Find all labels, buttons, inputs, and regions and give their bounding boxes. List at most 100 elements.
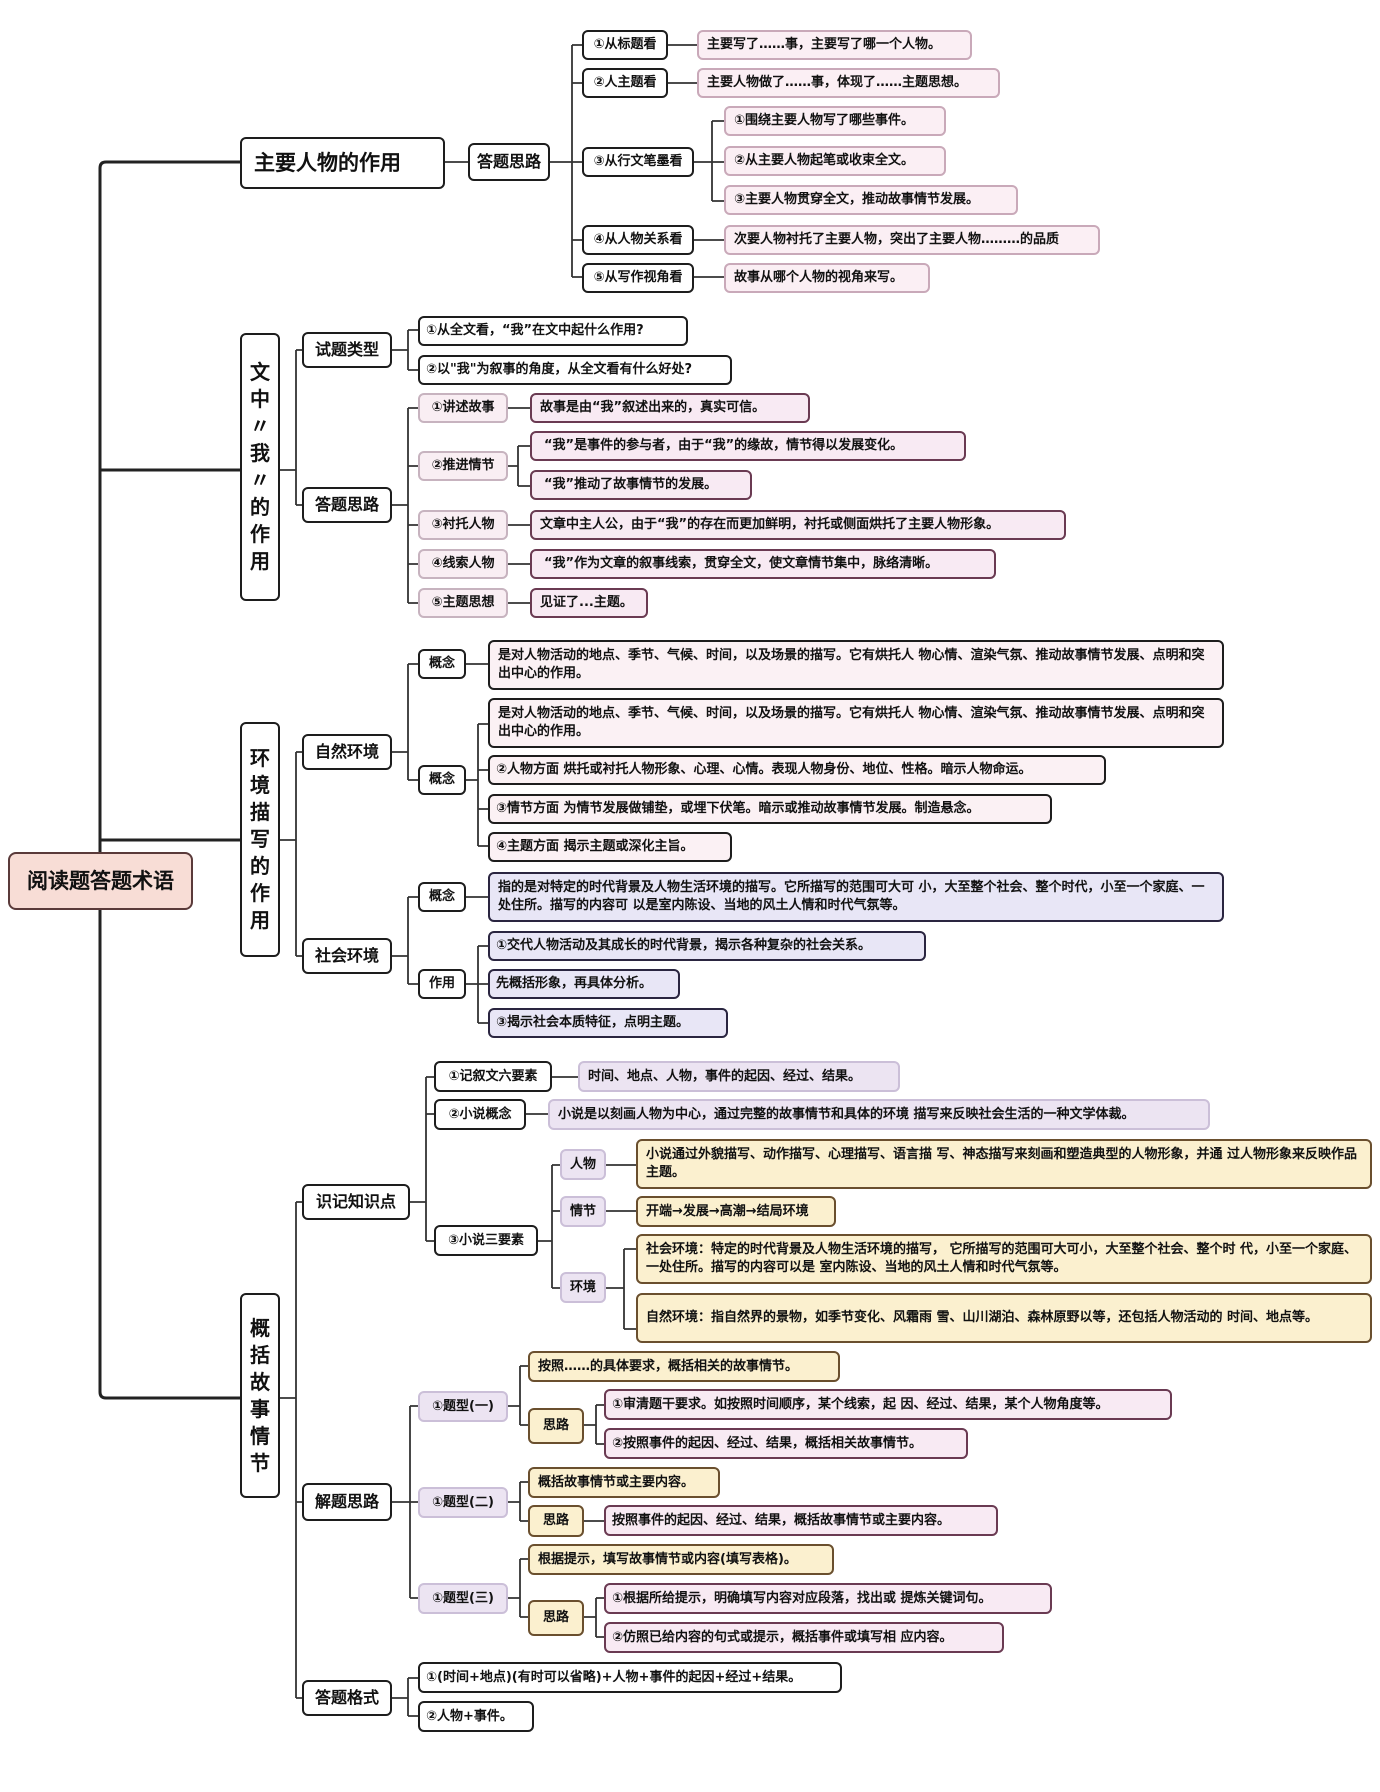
knowledge-node[interactable]: 识记知识点 xyxy=(302,1184,410,1220)
answer-ideas-node[interactable]: 答题思路 xyxy=(302,487,392,523)
concept-item: ③情节方面 为情节发展做铺垫，或埋下伏笔。暗示或推动故事情节发展。制造悬念。 xyxy=(488,794,1052,824)
approach-item[interactable]: ②人主题看 xyxy=(582,68,668,98)
node-label: 情节 xyxy=(569,1203,596,1219)
title-char: 括 xyxy=(250,1342,270,1367)
idea-label[interactable]: ②推进情节 xyxy=(418,451,508,481)
social-env-node[interactable]: 社会环境 xyxy=(302,938,392,974)
branch-narrator-role[interactable]: 文 中 〃 我 〃 的 作 用 xyxy=(240,333,280,601)
effect-item: 先概括形象，再具体分析。 xyxy=(488,969,680,999)
node-text: 按照事件的起因、经过、结果，概括故事情节或主要内容。 xyxy=(612,1512,951,1528)
concept-label[interactable]: 概念 xyxy=(418,882,466,912)
approach-text: 次要人物衬托了主要人物，突出了主要人物………的品质 xyxy=(724,225,1100,255)
title-char: 用 xyxy=(250,549,270,573)
branch-environment-role[interactable]: 环 境 描 写 的 作 用 xyxy=(240,722,280,957)
effect-label[interactable]: 作用 xyxy=(418,969,466,999)
title-char: 的 xyxy=(250,854,270,878)
approach-item[interactable]: ⑤从写作视角看 xyxy=(582,263,694,293)
node-label: ①从标题看 xyxy=(593,37,657,53)
knowledge-item[interactable]: ①记叙文六要素 xyxy=(434,1061,552,1092)
node-text: 指的是对特定的时代背景及人物生活环境的描写。它所描写的范围可大可 小，大至整个社… xyxy=(498,880,1205,913)
element-label[interactable]: 情节 xyxy=(560,1196,606,1227)
idea-tag[interactable]: 思路 xyxy=(528,1505,584,1537)
node-text: “我”推动了故事情节的发展。 xyxy=(544,477,718,493)
idea-text: “我”作为文章的叙事线索，贯穿全文，使文章情节集中，脉络清晰。 xyxy=(530,549,996,579)
natural-env-node[interactable]: 自然环境 xyxy=(302,734,392,770)
root-node[interactable]: 阅读题答题术语 xyxy=(8,852,193,910)
knowledge-item[interactable]: ②小说概念 xyxy=(434,1099,526,1130)
idea-tag[interactable]: 思路 xyxy=(528,1600,584,1636)
node-label: 概念 xyxy=(428,772,455,788)
question-type[interactable]: ①题型(一) xyxy=(418,1391,508,1422)
node-label: ⑤从写作视角看 xyxy=(593,270,683,286)
concept-label[interactable]: 概念 xyxy=(418,765,466,795)
answer-approach-node[interactable]: 答题思路 xyxy=(468,143,550,181)
idea-text: 见证了...主题。 xyxy=(530,588,648,618)
title-char: 文 xyxy=(250,360,270,384)
concept-item: 是对人物活动的地点、季节、气候、时间，以及场景的描写。它有烘托人 物心情、渲染气… xyxy=(488,698,1224,748)
approach-subtext: ②从主要人物起笔或收束全文。 xyxy=(724,146,946,176)
title-char: 写 xyxy=(250,827,270,851)
title-char: 环 xyxy=(250,746,270,770)
idea-label[interactable]: ⑤主题思想 xyxy=(418,588,508,618)
format-item: ②人物+事件。 xyxy=(418,1701,534,1732)
node-label: 解题思路 xyxy=(314,1492,379,1512)
approach-subtext: ③主要人物贯穿全文，推动故事情节发展。 xyxy=(724,185,1018,215)
node-label: 自然环境 xyxy=(314,742,379,762)
node-text: ③揭示社会本质特征，点明主题。 xyxy=(496,1015,690,1031)
node-text: 按照……的具体要求，概括相关的故事情节。 xyxy=(538,1358,799,1374)
node-label: ①题型(三) xyxy=(432,1590,494,1606)
node-label: 环境 xyxy=(569,1279,596,1295)
branch-plot-summary[interactable]: 概 括 故 事 情 节 xyxy=(240,1293,280,1498)
node-text: ②以"我"为叙事的角度，从全文看有什么好处? xyxy=(426,362,693,378)
node-label: 社会环境 xyxy=(314,946,379,966)
node-label: ③衬托人物 xyxy=(431,517,495,533)
format-node[interactable]: 答题格式 xyxy=(302,1680,392,1716)
node-text: ①从全文看，“我”在文中起什么作用? xyxy=(426,323,644,339)
title-char: 用 xyxy=(250,908,270,932)
node-label: ③从行文笔墨看 xyxy=(593,154,683,170)
node-text: 故事是由“我”叙述出来的，真实可信。 xyxy=(540,400,766,416)
concept-item: ②人物方面 烘托或衬托人物形象、心理、心情。表现人物身份、地位、性格。暗示人物命… xyxy=(488,755,1106,785)
idea-text: “我”推动了故事情节的发展。 xyxy=(530,470,752,500)
effect-item: ①交代人物活动及其成长的时代背景，揭示各种复杂的社会关系。 xyxy=(488,931,926,961)
idea-tag[interactable]: 思路 xyxy=(528,1408,584,1444)
idea-label[interactable]: ④线索人物 xyxy=(418,549,508,579)
node-text: ②仿照已给内容的句式或提示，概括事件或填写相 应内容。 xyxy=(612,1629,953,1645)
branch-main-character[interactable]: 主要人物的作用 xyxy=(240,137,445,189)
question-type[interactable]: ①题型(二) xyxy=(418,1487,508,1518)
node-label: 概念 xyxy=(428,889,455,905)
node-label: 作用 xyxy=(428,976,455,992)
solve-node[interactable]: 解题思路 xyxy=(302,1483,392,1521)
node-label: ③小说三要素 xyxy=(447,1232,524,1248)
idea-text: ①根据所给提示，明确填写内容对应段落，找出或 提炼关键词句。 xyxy=(604,1583,1052,1614)
question-type[interactable]: ①题型(三) xyxy=(418,1583,508,1614)
knowledge-item[interactable]: ③小说三要素 xyxy=(434,1225,538,1256)
node-label: 思路 xyxy=(542,1513,569,1529)
node-label: 答题思路 xyxy=(314,495,379,515)
node-text: ①审清题干要求。如按照时间顺序，某个线索，起 因、经过、结果，某个人物角度等。 xyxy=(612,1396,1109,1412)
idea-text: ②按照事件的起因、经过、结果，概括相关故事情节。 xyxy=(604,1428,968,1459)
element-label[interactable]: 人物 xyxy=(560,1149,606,1180)
approach-subtext: ①围绕主要人物写了哪些事件。 xyxy=(724,106,946,136)
idea-label[interactable]: ①讲述故事 xyxy=(418,393,508,423)
title-char: 节 xyxy=(250,1450,270,1475)
element-text: 社会环境：特定的时代背景及人物生活环境的描写， 它所描写的范围可大可小，大至整个… xyxy=(636,1234,1372,1284)
title-char: 〃 xyxy=(250,414,270,438)
idea-text: 按照事件的起因、经过、结果，概括故事情节或主要内容。 xyxy=(604,1505,998,1536)
idea-label[interactable]: ③衬托人物 xyxy=(418,510,508,540)
approach-item[interactable]: ①从标题看 xyxy=(582,30,668,60)
node-label: ④从人物关系看 xyxy=(593,232,683,248)
element-label[interactable]: 环境 xyxy=(560,1272,606,1303)
node-text: 先概括形象，再具体分析。 xyxy=(496,976,653,992)
title-char: 的 xyxy=(250,495,270,519)
idea-text: 文章中主人公，由于“我”的存在而更加鲜明，衬托或侧面烘托了主要人物形象。 xyxy=(530,510,1066,540)
concept-label[interactable]: 概念 xyxy=(418,649,466,679)
approach-item[interactable]: ③从行文笔墨看 xyxy=(582,147,694,177)
title-char: 事 xyxy=(250,1396,270,1421)
approach-item[interactable]: ④从人物关系看 xyxy=(582,225,694,255)
question-types-node[interactable]: 试题类型 xyxy=(302,332,392,368)
node-text: 根据提示，填写故事情节或内容(填写表格)。 xyxy=(538,1551,797,1567)
idea-text: ①审清题干要求。如按照时间顺序，某个线索，起 因、经过、结果，某个人物角度等。 xyxy=(604,1389,1172,1420)
node-text: 是对人物活动的地点、季节、气候、时间，以及场景的描写。它有烘托人 物心情、渲染气… xyxy=(498,706,1205,739)
